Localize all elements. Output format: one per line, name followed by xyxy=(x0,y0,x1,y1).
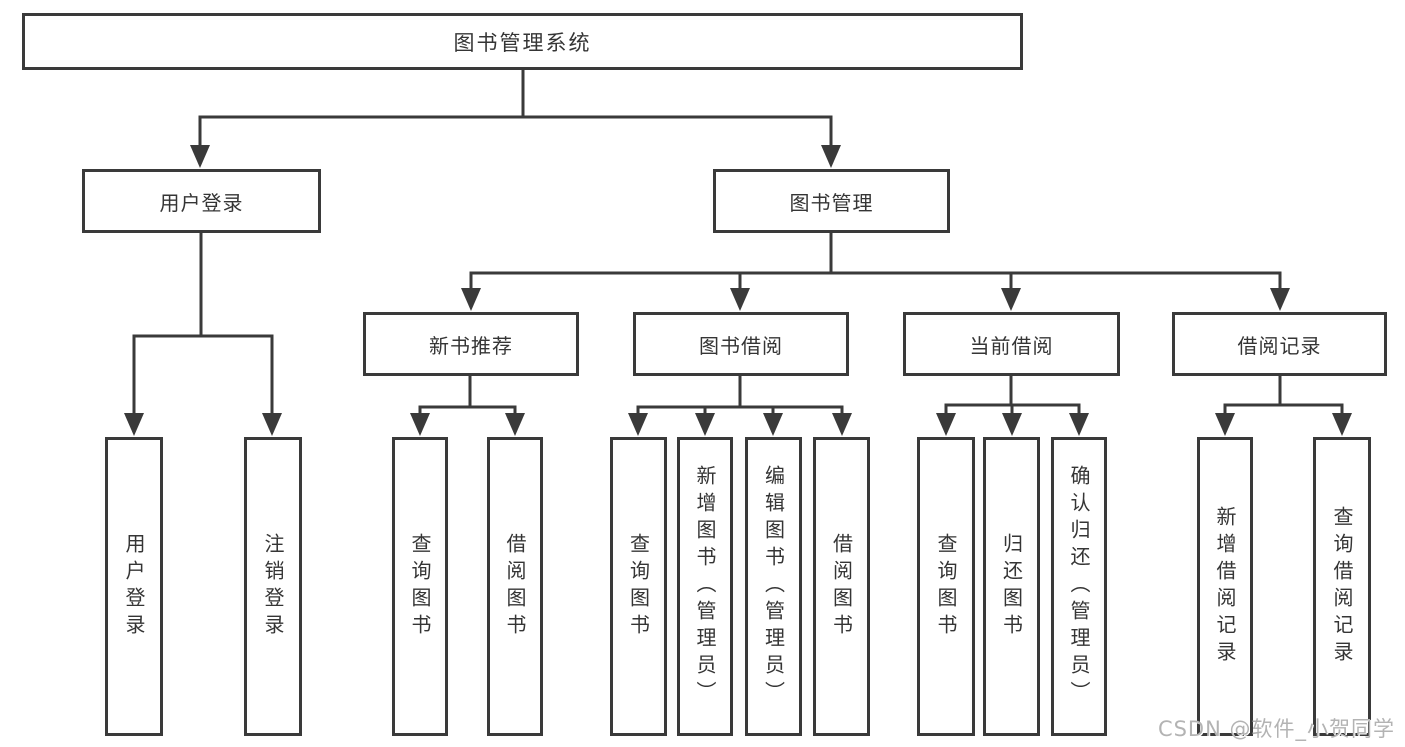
leaf-user-login-label: 用户登录 xyxy=(122,532,146,641)
leaf-user-login: 用户登录 xyxy=(105,437,163,736)
leaf-query-books-borrow-label: 查询图书 xyxy=(626,532,651,641)
leaf-query-books-recommend: 查询图书 xyxy=(392,437,448,736)
leaf-logout-login-label: 注销登录 xyxy=(261,532,285,641)
csdn-watermark: CSDN @软件_小贺同学 xyxy=(1157,717,1395,741)
leaf-add-book-admin: 新增图书（管理员） xyxy=(677,437,733,736)
node-book-borrow-label: 图书借阅 xyxy=(699,333,783,358)
leaf-confirm-return-admin: 确认归还（管理员） xyxy=(1051,437,1107,736)
node-root-label: 图书管理系统 xyxy=(453,30,592,55)
leaf-logout-login: 注销登录 xyxy=(244,437,302,736)
node-borrow-records-label: 借阅记录 xyxy=(1237,333,1322,358)
leaf-borrow-books-recommend-label: 借阅图书 xyxy=(503,532,527,641)
leaf-add-book-admin-label: 新增图书（管理员） xyxy=(693,465,717,708)
leaf-return-books-label: 归还图书 xyxy=(999,532,1024,641)
node-book-management: 图书管理 xyxy=(713,169,950,233)
leaf-add-borrow-record-label: 新增借阅记录 xyxy=(1213,505,1237,668)
leaf-confirm-return-admin-label: 确认归还（管理员） xyxy=(1067,465,1091,708)
leaf-borrow-books-recommend: 借阅图书 xyxy=(487,437,543,736)
node-current-borrow: 当前借阅 xyxy=(903,312,1120,376)
leaf-query-borrow-record: 查询借阅记录 xyxy=(1313,437,1371,736)
node-borrow-records: 借阅记录 xyxy=(1172,312,1387,376)
node-user-login: 用户登录 xyxy=(82,169,321,233)
leaf-query-books-current-label: 查询图书 xyxy=(934,532,958,641)
node-new-book-recommend-label: 新书推荐 xyxy=(429,333,513,358)
leaf-query-books-borrow: 查询图书 xyxy=(610,437,667,736)
leaf-edit-book-admin: 编辑图书（管理员） xyxy=(745,437,802,736)
node-book-borrow: 图书借阅 xyxy=(633,312,849,376)
leaf-query-borrow-record-label: 查询借阅记录 xyxy=(1330,505,1354,668)
leaf-query-books-current: 查询图书 xyxy=(917,437,975,736)
node-current-borrow-label: 当前借阅 xyxy=(969,333,1054,358)
leaf-query-books-recommend-label: 查询图书 xyxy=(408,532,432,641)
leaf-borrow-books-borrow-label: 借阅图书 xyxy=(829,532,854,641)
leaf-add-borrow-record: 新增借阅记录 xyxy=(1197,437,1253,736)
node-book-management-label: 图书管理 xyxy=(789,190,874,215)
leaf-return-books: 归还图书 xyxy=(983,437,1040,736)
leaf-edit-book-admin-label: 编辑图书（管理员） xyxy=(761,465,786,708)
node-new-book-recommend: 新书推荐 xyxy=(363,312,579,376)
node-root: 图书管理系统 xyxy=(22,13,1023,70)
node-user-login-label: 用户登录 xyxy=(159,190,244,215)
leaf-borrow-books-borrow: 借阅图书 xyxy=(813,437,870,736)
